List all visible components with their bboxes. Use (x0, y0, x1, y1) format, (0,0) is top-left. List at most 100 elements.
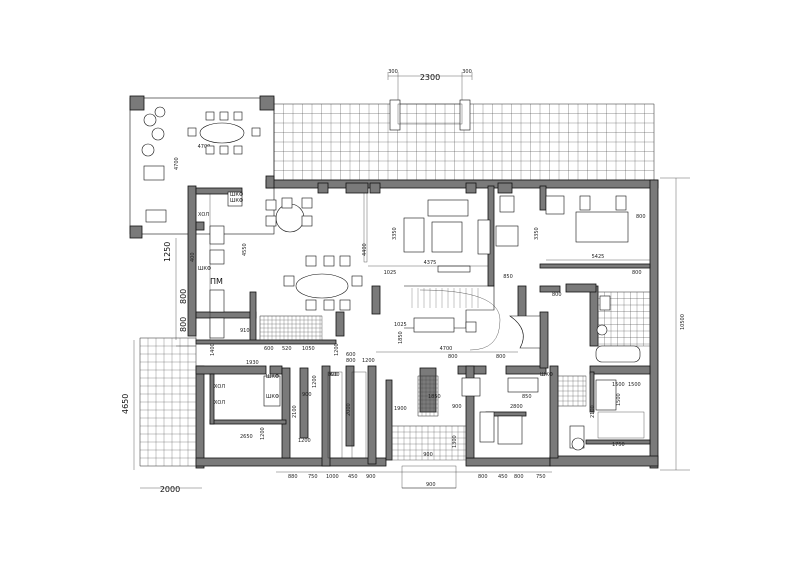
dim-misc3: 900 (302, 392, 312, 398)
dim-stair-v: 3350 (534, 227, 540, 240)
dim-bed-h: 5425 (592, 254, 605, 260)
dim-b3: 1000 (326, 474, 339, 480)
staircase: 3350 850 (404, 195, 540, 351)
dim-bath2: 1500 (628, 382, 641, 388)
row2-2: 800 (328, 372, 338, 378)
row1-2: 1050 (302, 346, 315, 352)
dim-left-terrace: 4700 (198, 144, 211, 150)
dim-room-g: 1900 (394, 406, 407, 412)
row1-4: 1200 (362, 358, 375, 364)
dim-corr2: 4700 (440, 346, 453, 352)
dim-k2: 1025 (384, 270, 397, 276)
dim-bath8: 850 (522, 394, 532, 400)
left-dimensions: 4650 1250 400 800 800 (121, 238, 196, 470)
dim-misc4: 600 (330, 372, 340, 378)
bath-upper (595, 291, 651, 363)
dim-living-v: 4400 (362, 243, 368, 256)
bottom-dimensions: 880 750 1000 450 900 800 450 800 750 200… (140, 471, 552, 494)
dim-room-b: 1200 (260, 427, 266, 440)
dim-misc6: 2000 (346, 403, 352, 416)
label-cab1: ШКФ (230, 192, 244, 198)
left-bottom-terrace (139, 337, 197, 467)
outer-walls (187, 175, 659, 469)
kitchen: ШКФ ШКФ ХОЛ ПМ ШКФ (195, 191, 244, 341)
dim-hall-h: 4375 (424, 260, 437, 266)
dim-bath3: 1750 (612, 442, 625, 448)
label-cab4: ШКФ (266, 374, 280, 380)
dim-b6: 900 (426, 482, 436, 488)
dim-left-small3: 800 (179, 289, 188, 304)
bath-lower: 1500 1500 1750 1500 2100 850 ШКФ (522, 372, 645, 451)
label-xol1: ХОЛ (198, 212, 209, 218)
top-window-dimension: 300 2300 300 (387, 69, 473, 131)
inner-walls (195, 185, 651, 467)
label-cab3: ШКФ (198, 266, 212, 272)
label-pm: ПМ (210, 277, 223, 286)
bedroom: 5425 800 800 800 (545, 195, 650, 298)
dim-b4: 450 (348, 474, 358, 480)
dining-room: 4550 (242, 197, 363, 311)
dim-bath4: 1500 (616, 393, 622, 406)
dim-b8: 450 (498, 474, 508, 480)
top-columns (317, 182, 513, 194)
dim-room-e: 1850 (428, 394, 441, 400)
living-room: 4400 3350 4375 1025 (362, 199, 491, 276)
left-terrace: 4700 4700 (129, 95, 275, 239)
label-cab6: ШКФ (540, 372, 554, 378)
dim-bath7: 900 (423, 452, 433, 458)
dim-b2: 750 (308, 474, 318, 480)
dim-top-1: 300 (388, 69, 398, 75)
dim-left-small2: 400 (190, 252, 196, 262)
dim-left-small4: 800 (179, 317, 188, 332)
dim-b1: 880 (288, 474, 298, 480)
dim-corr4: 800 (496, 354, 506, 360)
dim-room-a: 2650 (240, 434, 253, 440)
dim-dining-v: 4550 (242, 243, 248, 256)
dim-room-h: 1300 (452, 435, 458, 448)
dim-left-terrace-v: 4700 (174, 157, 180, 170)
row2-3: 1200 (334, 343, 340, 356)
right-dimension: 10500 (660, 177, 690, 471)
dim-room-c: 2100 (292, 405, 298, 418)
label-xol3: ХОЛ (214, 400, 225, 406)
dim-k1: 800 (552, 292, 562, 298)
dim-b9: 800 (514, 474, 524, 480)
dim-sofa-v: 3350 (392, 227, 398, 240)
lower-left-rooms: ШКФ ШКФ ХОЛ ХОЛ 2650 1200 2100 1200 900 … (214, 371, 367, 459)
dim-corr3: 800 (448, 354, 458, 360)
row2-0: 1930 (246, 360, 259, 366)
dim-k4: 800 (636, 214, 646, 220)
dim-bottom-total: 2000 (160, 485, 180, 494)
dim-b10: 750 (536, 474, 546, 480)
central-bottom: 1900 1850 900 1300 2800 900 (391, 375, 539, 489)
dim-right-total: 10500 (680, 314, 686, 330)
dim-left-total: 4650 (121, 394, 130, 414)
dim-left-small1: 1250 (163, 242, 172, 262)
dim-k5: 800 (632, 270, 642, 276)
dim-corr-h: 1025 (394, 322, 407, 328)
dim-top-3: 300 (462, 69, 472, 75)
label-xol2: ХОЛ (214, 384, 225, 390)
row1-3: 800 (346, 358, 356, 364)
row1-1: 520 (282, 346, 292, 352)
corridor: 1025 1850 4700 800 800 910 (240, 315, 541, 360)
label-cab2: ШКФ (230, 198, 244, 204)
dim-room-d: 1200 (298, 438, 311, 444)
dim-top-2: 2300 (420, 73, 440, 82)
misc2: 1400 (210, 343, 216, 356)
label-cab5: ШКФ (266, 394, 280, 400)
dim-b5: 900 (366, 474, 376, 480)
dim-k3: 850 (503, 274, 513, 280)
dim-misc1: 910 (240, 328, 250, 334)
dim-b7: 800 (478, 474, 488, 480)
dim-bath1: 1500 (612, 382, 625, 388)
dim-corr-v: 1850 (398, 331, 404, 344)
dim-bath6: 2800 (510, 404, 523, 410)
dim-room-f: 900 (452, 404, 462, 410)
row-dimensions: 600 520 1050 800 1200 1930 600 800 1200 … (210, 343, 375, 378)
dim-bath5: 2100 (590, 405, 596, 418)
dim-misc5: 1200 (312, 375, 318, 388)
row1-0: 600 (264, 346, 274, 352)
row2-1: 600 (346, 352, 356, 358)
